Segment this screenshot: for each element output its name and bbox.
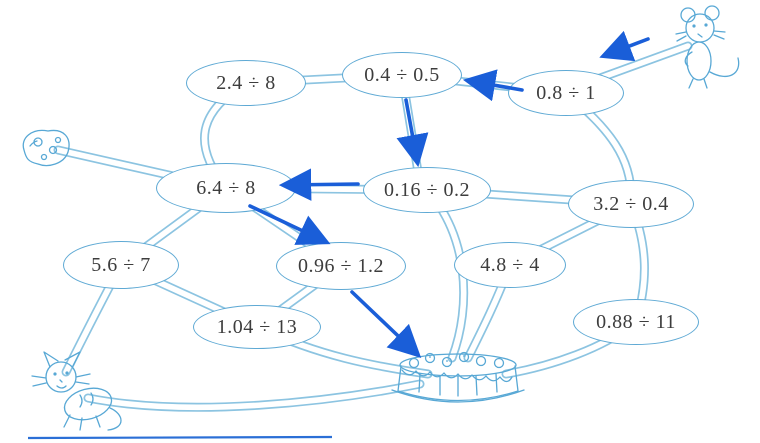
node-6-4-div-8: 6.4 ÷ 8 — [156, 163, 296, 213]
node-label: 0.8 ÷ 1 — [536, 81, 596, 104]
node-0-16-div-0-2: 0.16 ÷ 0.2 — [363, 167, 491, 213]
cake-icon — [391, 351, 525, 403]
node-label: 0.88 ÷ 11 — [596, 310, 676, 333]
cheese-icon — [22, 129, 70, 167]
node-4-8-div-4: 4.8 ÷ 4 — [454, 242, 566, 288]
node-1-04-div-13: 1.04 ÷ 13 — [193, 305, 321, 349]
node-3-2-div-0-4: 3.2 ÷ 0.4 — [568, 180, 694, 228]
node-0-96-div-1-2: 0.96 ÷ 1.2 — [276, 242, 406, 290]
node-label: 0.16 ÷ 0.2 — [384, 178, 470, 201]
node-label: 1.04 ÷ 13 — [216, 315, 298, 338]
node-label: 4.8 ÷ 4 — [480, 253, 540, 276]
node-0-88-div-11: 0.88 ÷ 11 — [573, 299, 699, 345]
node-2-4-div-8: 2.4 ÷ 8 — [186, 60, 306, 106]
mouse-icon — [675, 5, 740, 89]
node-label: 2.4 ÷ 8 — [216, 71, 276, 94]
node-label: 0.96 ÷ 1.2 — [298, 254, 384, 277]
node-5-6-div-7: 5.6 ÷ 7 — [63, 241, 179, 289]
bottom-border-line — [27, 435, 333, 440]
node-label: 5.6 ÷ 7 — [91, 253, 151, 276]
node-label: 0.4 ÷ 0.5 — [364, 63, 440, 86]
node-label: 3.2 ÷ 0.4 — [593, 192, 669, 215]
node-0-8-div-1: 0.8 ÷ 1 — [508, 70, 624, 116]
node-0-4-div-0-5: 0.4 ÷ 0.5 — [342, 52, 462, 98]
cat-icon — [31, 351, 122, 431]
node-label: 6.4 ÷ 8 — [196, 176, 256, 199]
